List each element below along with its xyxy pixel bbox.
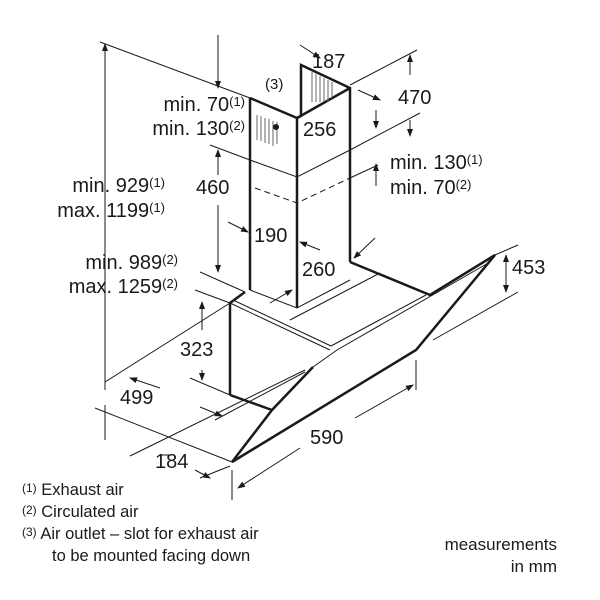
height-min-exhaust: min. 929(1) (72, 175, 165, 197)
canopy (228, 253, 496, 464)
overlap-circulated: min. 70(2) (390, 177, 472, 199)
top-clearance-exhaust: min. 70(1) (163, 94, 245, 116)
legend-item-2: (2) Circulated air (22, 503, 139, 521)
dim-453: 453 (512, 257, 546, 279)
units-note-line2: in mm (510, 557, 557, 576)
dim-184: 184 (155, 451, 189, 473)
top-clearance-circulated: min. 130(2) (152, 118, 245, 140)
vent-slots (256, 72, 333, 146)
dim-323: 323 (180, 339, 214, 361)
legend-item-1: (1) Exhaust air (22, 481, 124, 499)
chimney (248, 63, 352, 308)
dim-depth-187: 187 (312, 51, 346, 73)
dim-190: 190 (254, 225, 288, 247)
dim-470: 470 (398, 87, 432, 109)
height-min-circulated: min. 989(2) (85, 252, 178, 274)
height-max-exhaust: max. 1199(1) (57, 200, 165, 222)
height-max-circulated: max. 1259(2) (68, 276, 178, 298)
units-note: measurements in mm (445, 534, 557, 578)
dim-590: 590 (310, 427, 344, 449)
outlet-dot (273, 124, 279, 130)
dim-499: 499 (120, 387, 154, 409)
dim-256: 256 (303, 119, 337, 141)
legend-item-3: (3) Air outlet – slot for exhaust air (22, 525, 259, 543)
dim-460: 460 (196, 177, 230, 199)
air-outlet-ref: (3) (265, 76, 284, 93)
overlap-exhaust: min. 130(1) (390, 152, 483, 174)
dim-260: 260 (302, 259, 336, 281)
units-note-line1: measurements (444, 535, 557, 554)
legend-item-3-cont: to be mounted facing down (52, 547, 251, 565)
